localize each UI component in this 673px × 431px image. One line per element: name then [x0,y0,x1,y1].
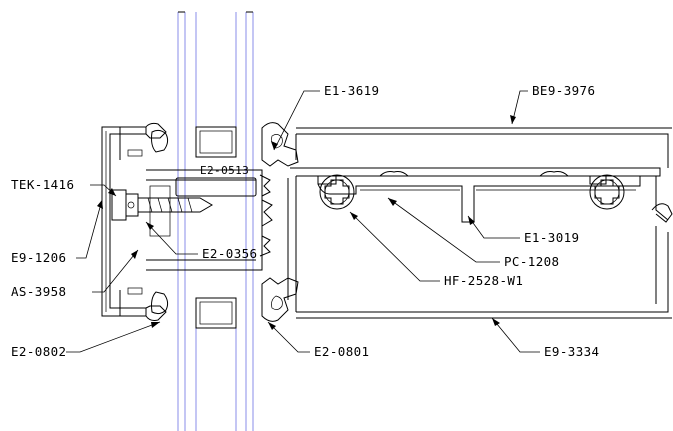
callout-e1-3619: E1-3619 [324,83,379,98]
callout-e9-3334: E9-3334 [544,344,599,359]
callout-e2-0356: E2-0356 [202,246,257,261]
glass-lites [177,11,254,431]
tek-screw [111,189,213,221]
internal-channel [317,171,641,223]
callout-e2-0802: E2-0802 [11,344,66,359]
left-gaskets [151,129,169,315]
callout-e2-0801: E2-0801 [314,344,369,359]
left-cover-profile [101,122,167,321]
callout-be9-3976: BE9-3976 [532,83,595,98]
callout-e9-1206: E9-1206 [11,250,66,265]
screw-head-right [589,174,625,210]
pressure-plate-assembly [146,169,273,271]
right-top-clip [261,122,299,167]
leader-lines [66,90,540,353]
spacer-bottom [195,297,237,329]
callout-e2-0513: E2-0513 [200,164,249,177]
callout-as-3958: AS-3958 [11,284,66,299]
spacer-top [195,126,237,158]
mullion-tube [287,127,673,319]
right-bottom-clip [261,277,299,322]
callout-e1-3019: E1-3019 [524,230,579,245]
callout-pc-1208: PC-1208 [504,254,559,269]
screw-head-left [319,174,355,210]
callout-tek-1416: TEK-1416 [11,177,74,192]
callout-hf-2528-w1: HF-2528-W1 [444,273,523,288]
